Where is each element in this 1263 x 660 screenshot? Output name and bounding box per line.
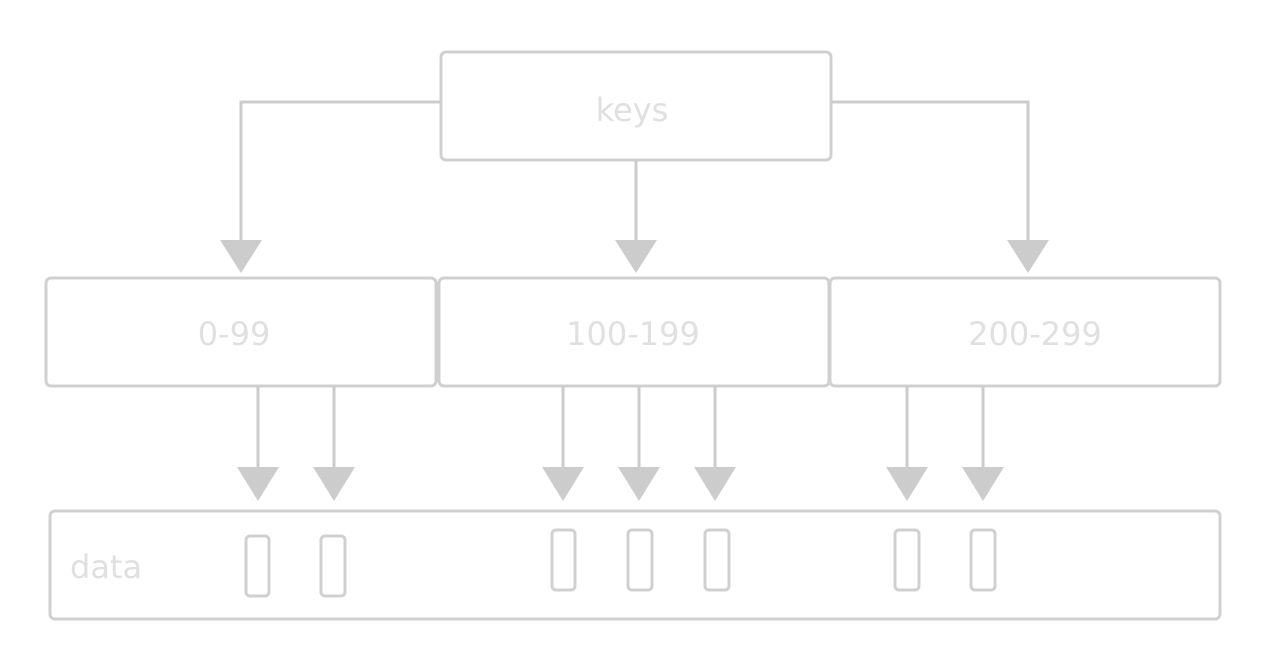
data-block-label: data (70, 548, 142, 586)
range-node-2: 200-299 (828, 276, 1222, 388)
data-slot (626, 528, 654, 592)
root-connectors (220, 100, 1049, 273)
pointer-arrowhead (886, 467, 928, 501)
root-node-label: keys (596, 91, 669, 129)
root-node: keys (439, 50, 833, 162)
range-node-label: 200-299 (968, 315, 1102, 353)
range-node-1: 100-199 (437, 276, 831, 388)
data-slot (244, 534, 271, 598)
range-node-box (828, 276, 1222, 388)
root-to-range-1-arrowhead (615, 240, 657, 273)
range-node-box (44, 276, 438, 388)
root-to-range-2-connector (831, 100, 1030, 243)
data-slot (969, 528, 997, 592)
data-slot (893, 528, 921, 592)
pointer-arrowhead (542, 467, 584, 501)
pointer-arrowhead (237, 467, 279, 501)
pointer-arrows (237, 386, 1004, 501)
pointer-arrowhead (962, 467, 1004, 501)
pointer-arrowhead (313, 467, 355, 501)
data-block: data (48, 509, 1222, 621)
pointer-arrowhead (618, 467, 660, 501)
root-to-range-0-arrowhead (220, 240, 262, 273)
data-slot (319, 534, 347, 598)
pointer-arrowhead (694, 467, 736, 501)
data-slot (550, 528, 577, 592)
root-to-range-0-connector (239, 100, 441, 243)
data-slot (703, 528, 731, 592)
root-to-range-2-arrowhead (1007, 240, 1049, 273)
range-node-label: 100-199 (566, 315, 700, 353)
range-node-label: 0-99 (198, 315, 271, 353)
range-node-0: 0-99 (44, 276, 438, 388)
